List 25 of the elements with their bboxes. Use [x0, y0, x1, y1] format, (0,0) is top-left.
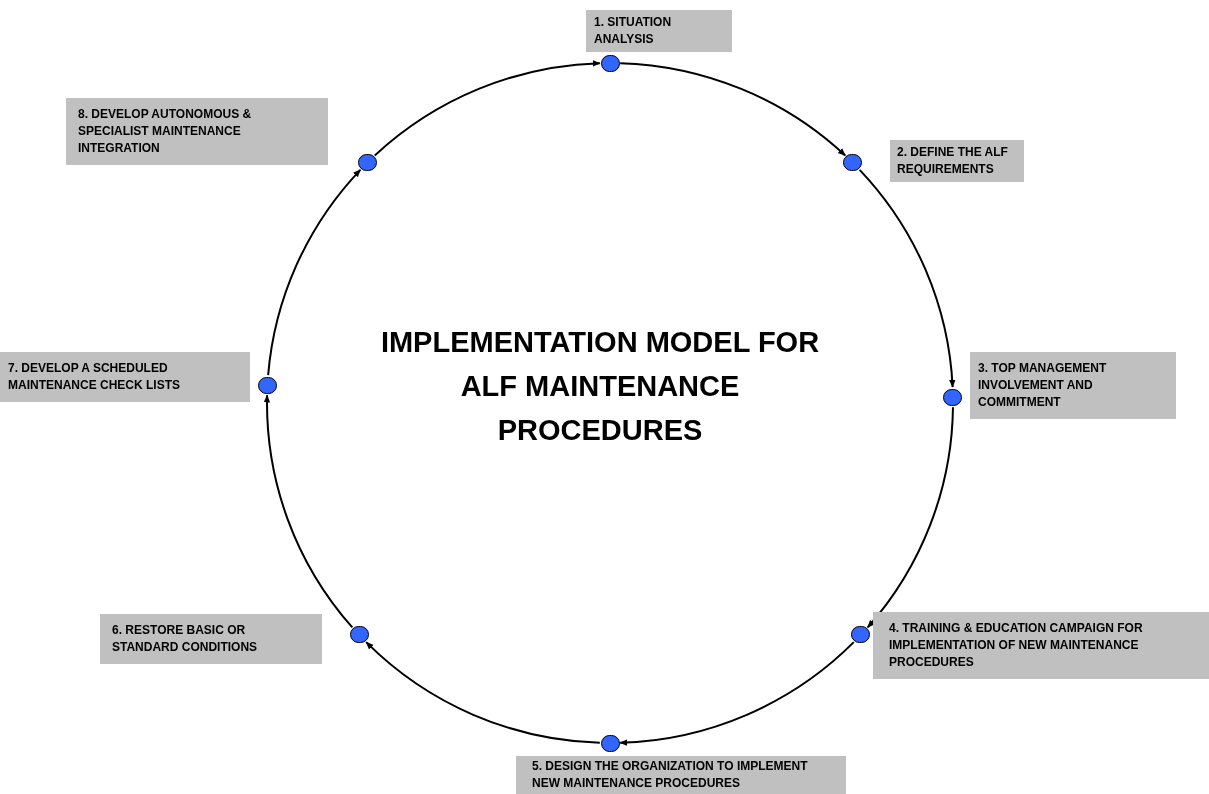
arrow [373, 60, 601, 157]
step-label-box [873, 612, 1209, 679]
step-label-box [970, 352, 1176, 419]
step-label-box [586, 10, 732, 52]
step-label-box [100, 614, 322, 664]
step-label-box [66, 98, 328, 165]
arrow [619, 641, 855, 746]
step-label: 1. SITUATION ANALYSIS [594, 14, 673, 48]
step-label-box [516, 756, 846, 794]
step-label: 2. DEFINE THE ALF REQUIREMENTS [897, 144, 1009, 178]
step-label: 4. TRAINING & EDUCATION CAMPAIGN FOR IMPLEMENTATION OF NEW MAINTENANCE PROCEDURES [889, 620, 1144, 671]
step-label: 6. RESTORE BASIC OR STANDARD CONDITIONS [112, 622, 259, 656]
step-label-box [890, 140, 1024, 182]
step-label-box [0, 352, 250, 402]
arrow [365, 641, 601, 744]
step-label: 7. DEVELOP A SCHEDULED MAINTENANCE CHECK LISTS [8, 360, 181, 394]
diagram-title: IMPLEMENTATION MODEL FOR ALF MAINTENANCE PROCEDURES [379, 325, 821, 448]
step-label: 5. DESIGN THE ORGANIZATION TO IMPLEMENT NEW MAINTENANCE PROCEDURES [532, 758, 809, 792]
arrow [264, 394, 354, 629]
arrow [619, 62, 847, 157]
step-label: 3. TOP MANAGEMENT INVOLVEMENT AND COMMITMENT [978, 360, 1108, 411]
arrow [267, 168, 362, 377]
arrow [866, 406, 954, 629]
arrow [858, 168, 956, 388]
step-label: 8. DEVELOP AUTONOMOUS & SPECIALIST MAINTENANCE INTEGRATION [78, 106, 253, 157]
